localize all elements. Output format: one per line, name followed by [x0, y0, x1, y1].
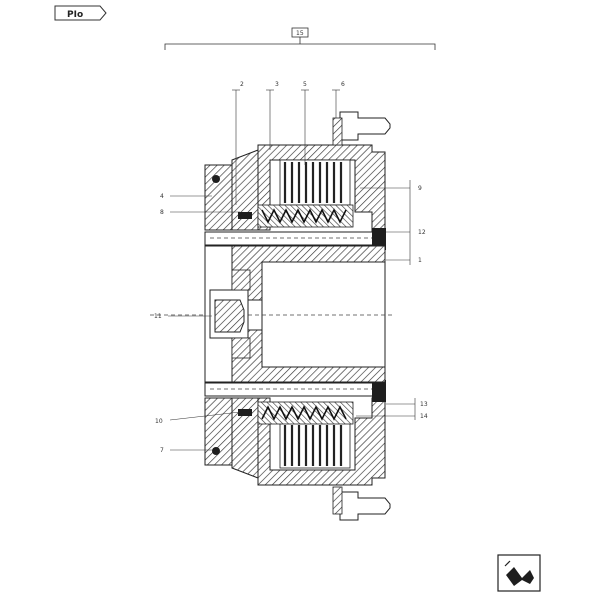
- callouts: 2 3 5 6 4 8 11 10 7 9 12 1 13 14: [154, 81, 428, 454]
- callout-1: 1: [418, 257, 422, 264]
- callout-13: 13: [420, 401, 428, 408]
- callout-3: 3: [275, 81, 279, 88]
- callout-10: 10: [155, 418, 163, 425]
- callout-9: 9: [418, 185, 422, 192]
- callout-4: 4: [160, 193, 164, 200]
- callout-5: 5: [303, 81, 307, 88]
- callout-14: 14: [420, 413, 428, 420]
- callout-11: 11: [154, 313, 162, 320]
- plate-stack-top: [279, 159, 351, 206]
- clutch-cross-section: [150, 111, 395, 521]
- callout-7: 7: [160, 447, 164, 454]
- callout-2: 2: [240, 81, 244, 88]
- callout-6: 6: [341, 81, 345, 88]
- assembly-bracket: 15: [164, 27, 436, 50]
- callout-15: 15: [296, 30, 304, 37]
- callout-8: 8: [160, 209, 164, 216]
- next-sheet-icon[interactable]: [497, 554, 541, 592]
- sheet-tag-label: PIo: [67, 10, 83, 20]
- sheet-tag-icon[interactable]: PIo: [54, 5, 107, 21]
- callout-12: 12: [418, 229, 426, 236]
- plate-stack-bottom: [279, 422, 351, 469]
